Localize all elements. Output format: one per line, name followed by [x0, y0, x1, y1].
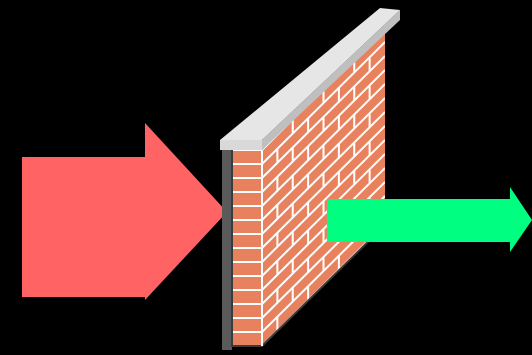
incoming-traffic-arrow-icon: [22, 123, 227, 300]
wall-shadow: [222, 150, 232, 350]
wall-cap-side: [262, 10, 400, 150]
wall-cap-front: [220, 140, 262, 150]
wall-edge-lines: [231, 150, 386, 347]
wall-front-mortar: [232, 150, 262, 346]
wall-cap-top: [220, 8, 400, 140]
outgoing-traffic-arrow-icon: [327, 187, 532, 252]
brick-firewall-icon: [220, 8, 400, 350]
